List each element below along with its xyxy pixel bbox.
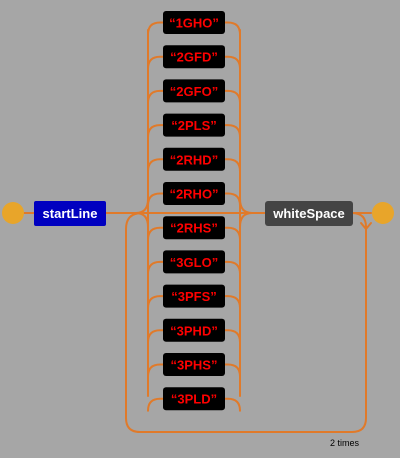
literal-alternative[interactable]: “2RHO” — [163, 182, 225, 205]
branch-track-left — [147, 363, 164, 378]
literal-alternative[interactable]: “2PLS” — [163, 113, 225, 137]
branch-track-right — [224, 158, 241, 173]
literal-label: “2RHS” — [170, 221, 218, 236]
literal-box — [163, 250, 225, 274]
branch-track-left — [147, 89, 164, 104]
literal-label: “3PFS” — [171, 289, 217, 304]
branch-track-right — [224, 260, 241, 275]
literal-alternative[interactable]: “2GFD” — [163, 45, 225, 69]
literal-box — [163, 11, 225, 34]
literal-alternative[interactable]: “3PLD” — [163, 387, 225, 411]
startline-rule-label: startLine — [43, 206, 98, 221]
literal-label: “2RHO” — [169, 187, 218, 202]
literal-box — [163, 113, 225, 137]
branch-track-left — [147, 397, 164, 412]
branch-track-right — [224, 397, 241, 412]
branch-track-left — [147, 192, 164, 207]
branch-track-right — [224, 329, 241, 344]
branch-track-right — [224, 21, 241, 36]
choice-alternatives: “1GHO” “2GFD” “2GFO” “2PLS” “2RHD” “2RHO” “2RH… — [163, 11, 225, 411]
whitespace-rule-label: whiteSpace — [272, 206, 345, 221]
literal-label: “1GHO” — [169, 16, 219, 31]
literal-label: “2PLS” — [171, 118, 217, 133]
end-terminal — [372, 202, 394, 224]
branch-track-right — [224, 295, 241, 310]
startline-rule[interactable]: startLine — [34, 201, 106, 226]
literal-box — [163, 79, 225, 103]
literal-alternative[interactable]: “2GFO” — [163, 79, 225, 103]
literal-box — [163, 216, 225, 240]
choice-right-merge-bottom — [239, 212, 253, 228]
whitespace-rule-box — [265, 201, 353, 226]
literal-label: “3GLO” — [170, 255, 218, 270]
literal-alternative[interactable]: “3PHD” — [163, 318, 225, 342]
branch-track-right — [224, 124, 241, 139]
branch-track-right — [224, 192, 241, 207]
startline-rule-box — [34, 201, 106, 226]
literal-label: “2RHD” — [170, 152, 218, 167]
repeat-loop-track — [125, 212, 367, 433]
literal-box — [163, 147, 225, 171]
literal-box — [163, 45, 225, 69]
literal-label: “2GFD” — [170, 50, 218, 65]
literal-box — [163, 182, 225, 205]
branch-track-left — [147, 124, 164, 139]
literal-alternative[interactable]: “1GHO” — [163, 11, 225, 34]
literal-box — [163, 318, 225, 342]
branch-track-right — [224, 55, 241, 70]
branch-track-left — [147, 260, 164, 275]
branch-track-right — [224, 226, 241, 241]
branch-track-left — [147, 55, 164, 70]
whitespace-rule[interactable]: whiteSpace — [265, 201, 353, 226]
literal-label: “2GFO” — [170, 84, 218, 99]
literal-alternative[interactable]: “2RHD” — [163, 147, 225, 171]
literal-alternative[interactable]: “3PFS” — [163, 284, 225, 308]
literal-label: “3PHS” — [171, 358, 218, 373]
branch-track-right — [224, 89, 241, 104]
branch-track-left — [147, 295, 164, 310]
literal-box — [163, 387, 225, 411]
literal-label: “3PHD” — [170, 323, 218, 338]
repeat-count-note: 2 times — [330, 438, 360, 448]
branch-tracks — [147, 21, 241, 412]
track-lines — [23, 29, 372, 433]
branch-track-left — [147, 226, 164, 241]
literal-box — [163, 353, 225, 376]
literal-alternative[interactable]: “2RHS” — [163, 216, 225, 240]
literal-box — [163, 284, 225, 308]
start-terminal — [2, 202, 24, 224]
branch-track-left — [147, 329, 164, 344]
literal-alternative[interactable]: “3GLO” — [163, 250, 225, 274]
branch-track-left — [147, 158, 164, 173]
repeat-loop-arrow-icon — [360, 222, 372, 230]
literal-label: “3PLD” — [171, 392, 217, 407]
literal-alternative[interactable]: “3PHS” — [163, 353, 225, 376]
branch-track-right — [224, 363, 241, 378]
branch-track-left — [147, 21, 164, 36]
